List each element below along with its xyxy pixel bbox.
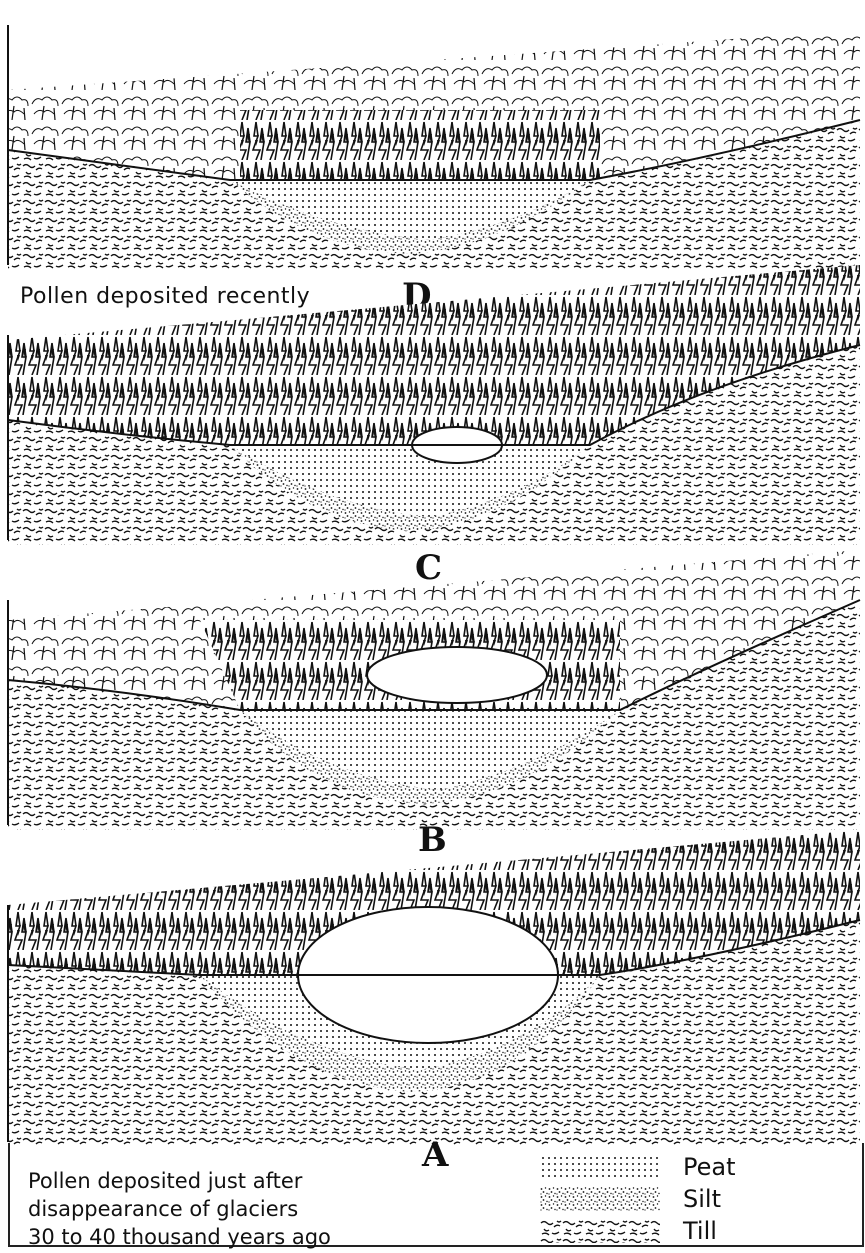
till-swatch	[540, 1219, 660, 1243]
legend-label-till: Till	[683, 1217, 717, 1245]
legend-label-silt: Silt	[683, 1185, 721, 1213]
panel-a	[0, 830, 865, 1145]
conifer-stand	[240, 110, 600, 180]
pond	[367, 647, 547, 703]
legend-label-peat: Peat	[683, 1153, 736, 1181]
panel-d-cross-section	[0, 0, 865, 270]
peat-swatch	[540, 1155, 660, 1179]
legend-caption: Pollen deposited just after disappearanc…	[28, 1167, 331, 1251]
panel-b	[0, 540, 865, 830]
panel-a-cross-section	[0, 830, 865, 1145]
silt-swatch	[540, 1187, 660, 1211]
label-a: A	[422, 1135, 448, 1175]
legend-caption-line: 30 to 40 thousand years ago	[28, 1223, 331, 1251]
panel-b-cross-section	[0, 540, 865, 830]
panel-c-cross-section	[0, 255, 865, 545]
panel-c	[0, 255, 865, 545]
legend-caption-line: Pollen deposited just after	[28, 1167, 331, 1195]
legend-box: Pollen deposited just after disappearanc…	[8, 1143, 864, 1247]
legend-caption-line: disappearance of glaciers	[28, 1195, 331, 1223]
panel-d	[0, 0, 865, 270]
